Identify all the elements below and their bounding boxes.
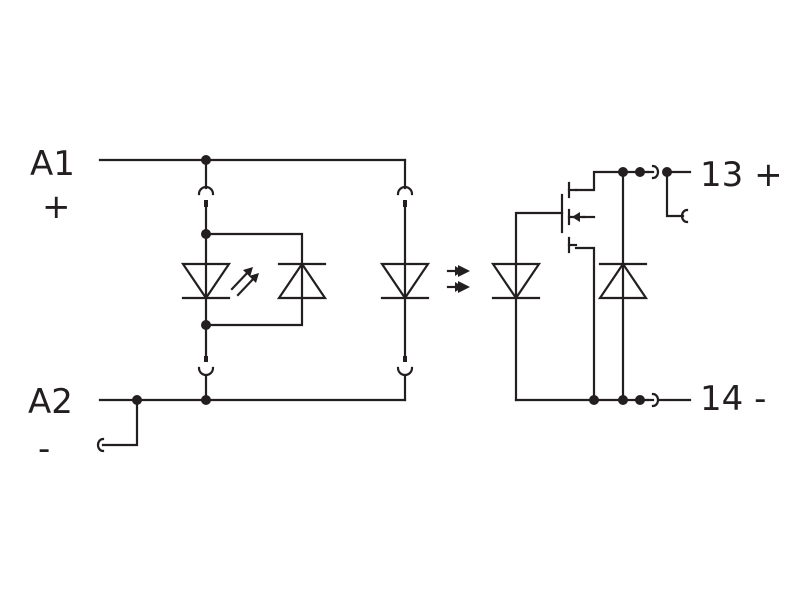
input-wiring <box>96 158 414 453</box>
terminal-a2-label: A2 <box>28 382 73 422</box>
terminal-13-label: 13 + <box>700 155 783 195</box>
optical-coupling-arrows-icon <box>446 265 470 293</box>
terminal-a1-polarity: + <box>42 187 71 227</box>
terminal-14-label: 14 - <box>700 379 766 419</box>
mosfet-transistor <box>560 181 586 254</box>
output-clamp-diode <box>597 262 649 300</box>
optocoupler-emitter-diode <box>379 262 431 300</box>
terminal-a1-label: A1 <box>30 144 75 184</box>
led-light-arrows-icon <box>230 267 259 297</box>
led-indicator <box>180 262 232 300</box>
reverse-protection-diode <box>276 262 328 300</box>
junction-dots <box>132 155 672 405</box>
output-wiring <box>514 164 692 408</box>
photodiode-receiver <box>490 262 542 300</box>
terminal-a2-polarity: - <box>38 429 50 469</box>
